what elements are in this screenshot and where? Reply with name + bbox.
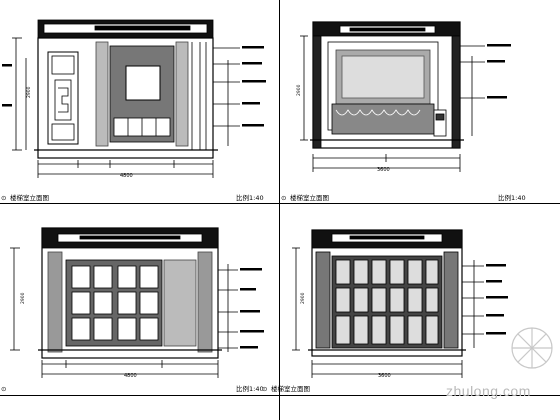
dim-height: 2900: [26, 86, 32, 98]
vertical-divider: [279, 0, 280, 420]
horizontal-divider: [0, 203, 560, 204]
drawing-scale: 比例1:40: [236, 385, 264, 393]
dim-total: 4800: [120, 173, 133, 179]
drawing-scale: 比例1:40: [498, 194, 526, 202]
tv-screen: [125, 65, 161, 101]
drawing-scale: 比例1:40: [236, 194, 264, 202]
watermark-logo: [511, 327, 553, 369]
dim-total: 3600: [377, 167, 390, 173]
elevation-drawing-3: 4800 2900: [10, 227, 264, 379]
dim-total: 3600: [378, 373, 391, 379]
bottom-divider: [0, 395, 560, 396]
elevation-drawing-2: 3600 2900: [296, 21, 511, 173]
elevation-drawing-4: 3600 2900: [292, 229, 553, 379]
door: [47, 51, 79, 145]
drawing-title: 楼梯室立面图: [10, 194, 49, 202]
elevation-drawing-1: 4800 2900: [2, 19, 266, 179]
section-marker: ⊙: [1, 194, 7, 202]
wall-outline: [37, 37, 214, 159]
watermark-text: zhulong.com: [446, 383, 531, 399]
section-marker: ⊙: [281, 194, 287, 202]
dim-height: 2900: [20, 292, 26, 304]
section-marker: ⊙: [1, 385, 7, 393]
drawing-title: 楼梯室立面图: [271, 385, 310, 393]
dim-height: 2900: [296, 84, 302, 96]
dim-total: 4800: [124, 373, 137, 379]
drawing-title: 楼梯室立面图: [290, 194, 329, 202]
dim-height: 2900: [300, 292, 306, 304]
section-marker: ⊙: [262, 385, 268, 393]
